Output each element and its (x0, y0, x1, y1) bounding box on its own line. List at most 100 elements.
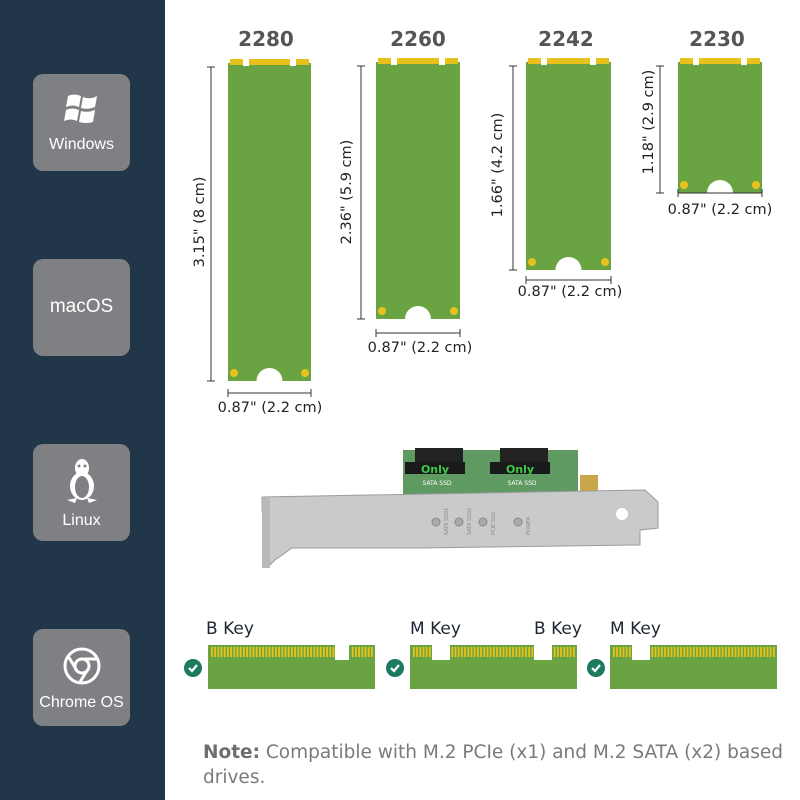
key-notch (432, 644, 450, 660)
contact-pin (563, 647, 566, 657)
contact-pin (294, 647, 296, 657)
compatibility-note: Note: Compatible with M.2 PCIe (x1) and … (203, 740, 783, 790)
contact-pin (667, 647, 670, 657)
corner-pad (378, 307, 386, 315)
contact-pin (425, 647, 428, 657)
contact-pin (518, 647, 521, 657)
check-circle (386, 659, 404, 677)
bracket-lettering: POWER (526, 516, 532, 535)
contact-pin (769, 647, 772, 657)
contact-pin (673, 647, 676, 657)
corner-pad (450, 307, 458, 315)
contact-pin (670, 647, 673, 657)
contact-pin (217, 647, 220, 657)
check-circle (184, 659, 202, 677)
bracket-screw-hole (616, 508, 628, 520)
key-notch (391, 57, 397, 65)
contact-pin (211, 647, 213, 657)
contact-pin (319, 647, 322, 657)
m2-card (656, 57, 763, 206)
contact-pin (214, 647, 216, 657)
contact-pin (262, 647, 264, 657)
contact-pin (255, 647, 258, 657)
check-circle-icon (587, 659, 605, 677)
contact-pin (619, 647, 622, 657)
contact-pin (753, 647, 756, 657)
os-tile-macos: macOS (33, 259, 130, 356)
corner-pad (752, 181, 760, 189)
contact-pin (422, 647, 425, 657)
os-tile-windows: Windows (33, 74, 130, 171)
contact-pin (429, 647, 431, 657)
gold-contacts (230, 59, 309, 65)
pcb-lettering: SATA SSD (507, 480, 536, 487)
contact-pin (454, 647, 457, 657)
check-mark (188, 664, 198, 673)
contact-pin (683, 647, 686, 657)
contact-pin (573, 647, 575, 657)
contact-pin (705, 647, 708, 657)
key-notch (590, 57, 596, 65)
metal-bracket (261, 489, 659, 567)
contact-pin (239, 647, 242, 657)
contact-pin (467, 647, 470, 657)
contact-pin (521, 647, 524, 657)
contact-pin (220, 647, 223, 657)
contact-pin (737, 647, 740, 657)
contact-pin (731, 647, 734, 657)
contact-pin (486, 647, 489, 657)
pcb-lettering: Only (421, 463, 449, 476)
contact-pin (505, 647, 508, 657)
os-label: macOS (49, 296, 114, 317)
contact-pin (721, 647, 724, 657)
os-label: Windows (49, 136, 114, 153)
os-label: Linux (62, 512, 101, 529)
contact-pin (233, 647, 236, 657)
contact-pin (284, 647, 287, 657)
windows-logo-icon (33, 92, 130, 132)
key-label: M Key (410, 619, 461, 639)
contact-pin (651, 647, 654, 657)
contact-pin (557, 647, 559, 657)
corner-pad (601, 258, 609, 266)
width-dimension: 0.87" (2.2 cm) (217, 400, 323, 416)
corner-pad (230, 369, 238, 377)
linux-tux-icon (33, 458, 130, 503)
check-circle-icon (386, 659, 404, 677)
check-circle (587, 659, 605, 677)
led-indicator (478, 517, 488, 527)
chrome-logo-icon (33, 647, 130, 687)
contact-pin (332, 647, 335, 657)
contact-pin (553, 647, 556, 657)
contact-pin (763, 647, 766, 657)
os-tile-linux: Linux (33, 444, 130, 541)
mounting-hole (405, 306, 431, 332)
width-dimension: 0.87" (2.2 cm) (667, 202, 773, 218)
pcb-body (526, 62, 611, 270)
contact-pin (265, 647, 268, 657)
contact-pin (313, 647, 316, 657)
form-factor-title: 2242 (538, 27, 594, 51)
contact-pin (699, 647, 702, 657)
check-mark (591, 664, 601, 673)
contact-pin (477, 647, 479, 657)
led-indicator (431, 517, 441, 527)
contact-pin (496, 647, 498, 657)
note-label: Note: (203, 742, 260, 763)
contact-pin (566, 647, 569, 657)
length-dimension: 3.15" (8 cm) (192, 176, 208, 268)
contact-pin (236, 647, 239, 657)
m2-card (357, 57, 461, 337)
bracket-tab (262, 498, 270, 568)
contact-pin (654, 647, 657, 657)
m2-key-diagram (208, 644, 375, 689)
contact-pin (249, 647, 252, 657)
contact-pin (515, 647, 518, 657)
os-sidebar: Windows macOS Linux Chrome OS (0, 0, 165, 800)
contact-pin (509, 647, 511, 657)
contact-pin (351, 647, 354, 657)
contact-pin (271, 647, 274, 657)
key-notch (439, 57, 445, 65)
key-notch (741, 57, 747, 65)
